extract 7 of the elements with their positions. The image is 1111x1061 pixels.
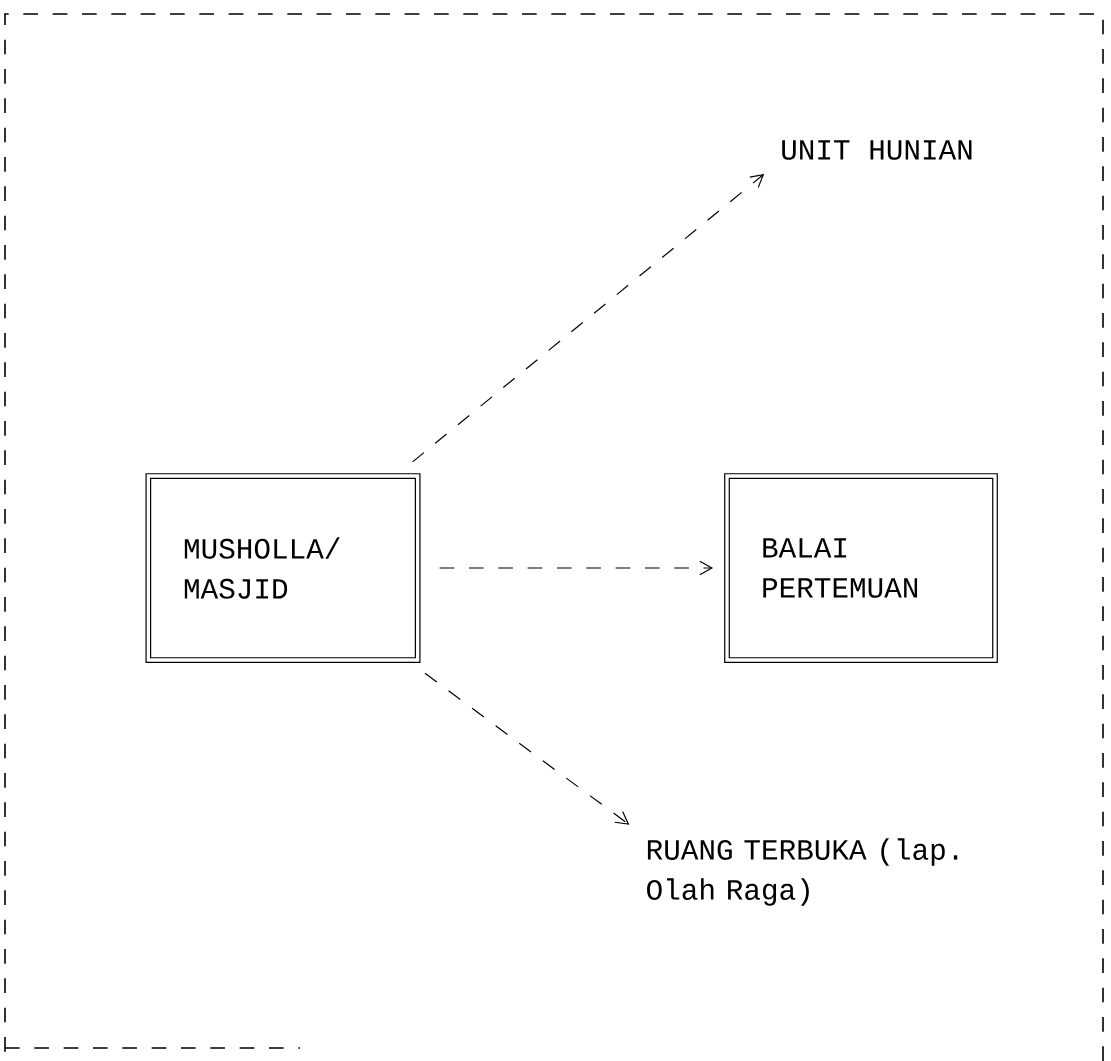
process-box: MUSHOLLA/ MASJID (145, 473, 421, 663)
process-box: BALAI PERTEMUAN (724, 473, 998, 663)
text-label: UNIT HUNIAN (782, 140, 972, 160)
arrow (424, 672, 630, 825)
arrow (439, 560, 714, 576)
text-label: RUANG TERBUKA (lap. Olah Raga) (647, 838, 958, 906)
arrow (411, 173, 765, 463)
